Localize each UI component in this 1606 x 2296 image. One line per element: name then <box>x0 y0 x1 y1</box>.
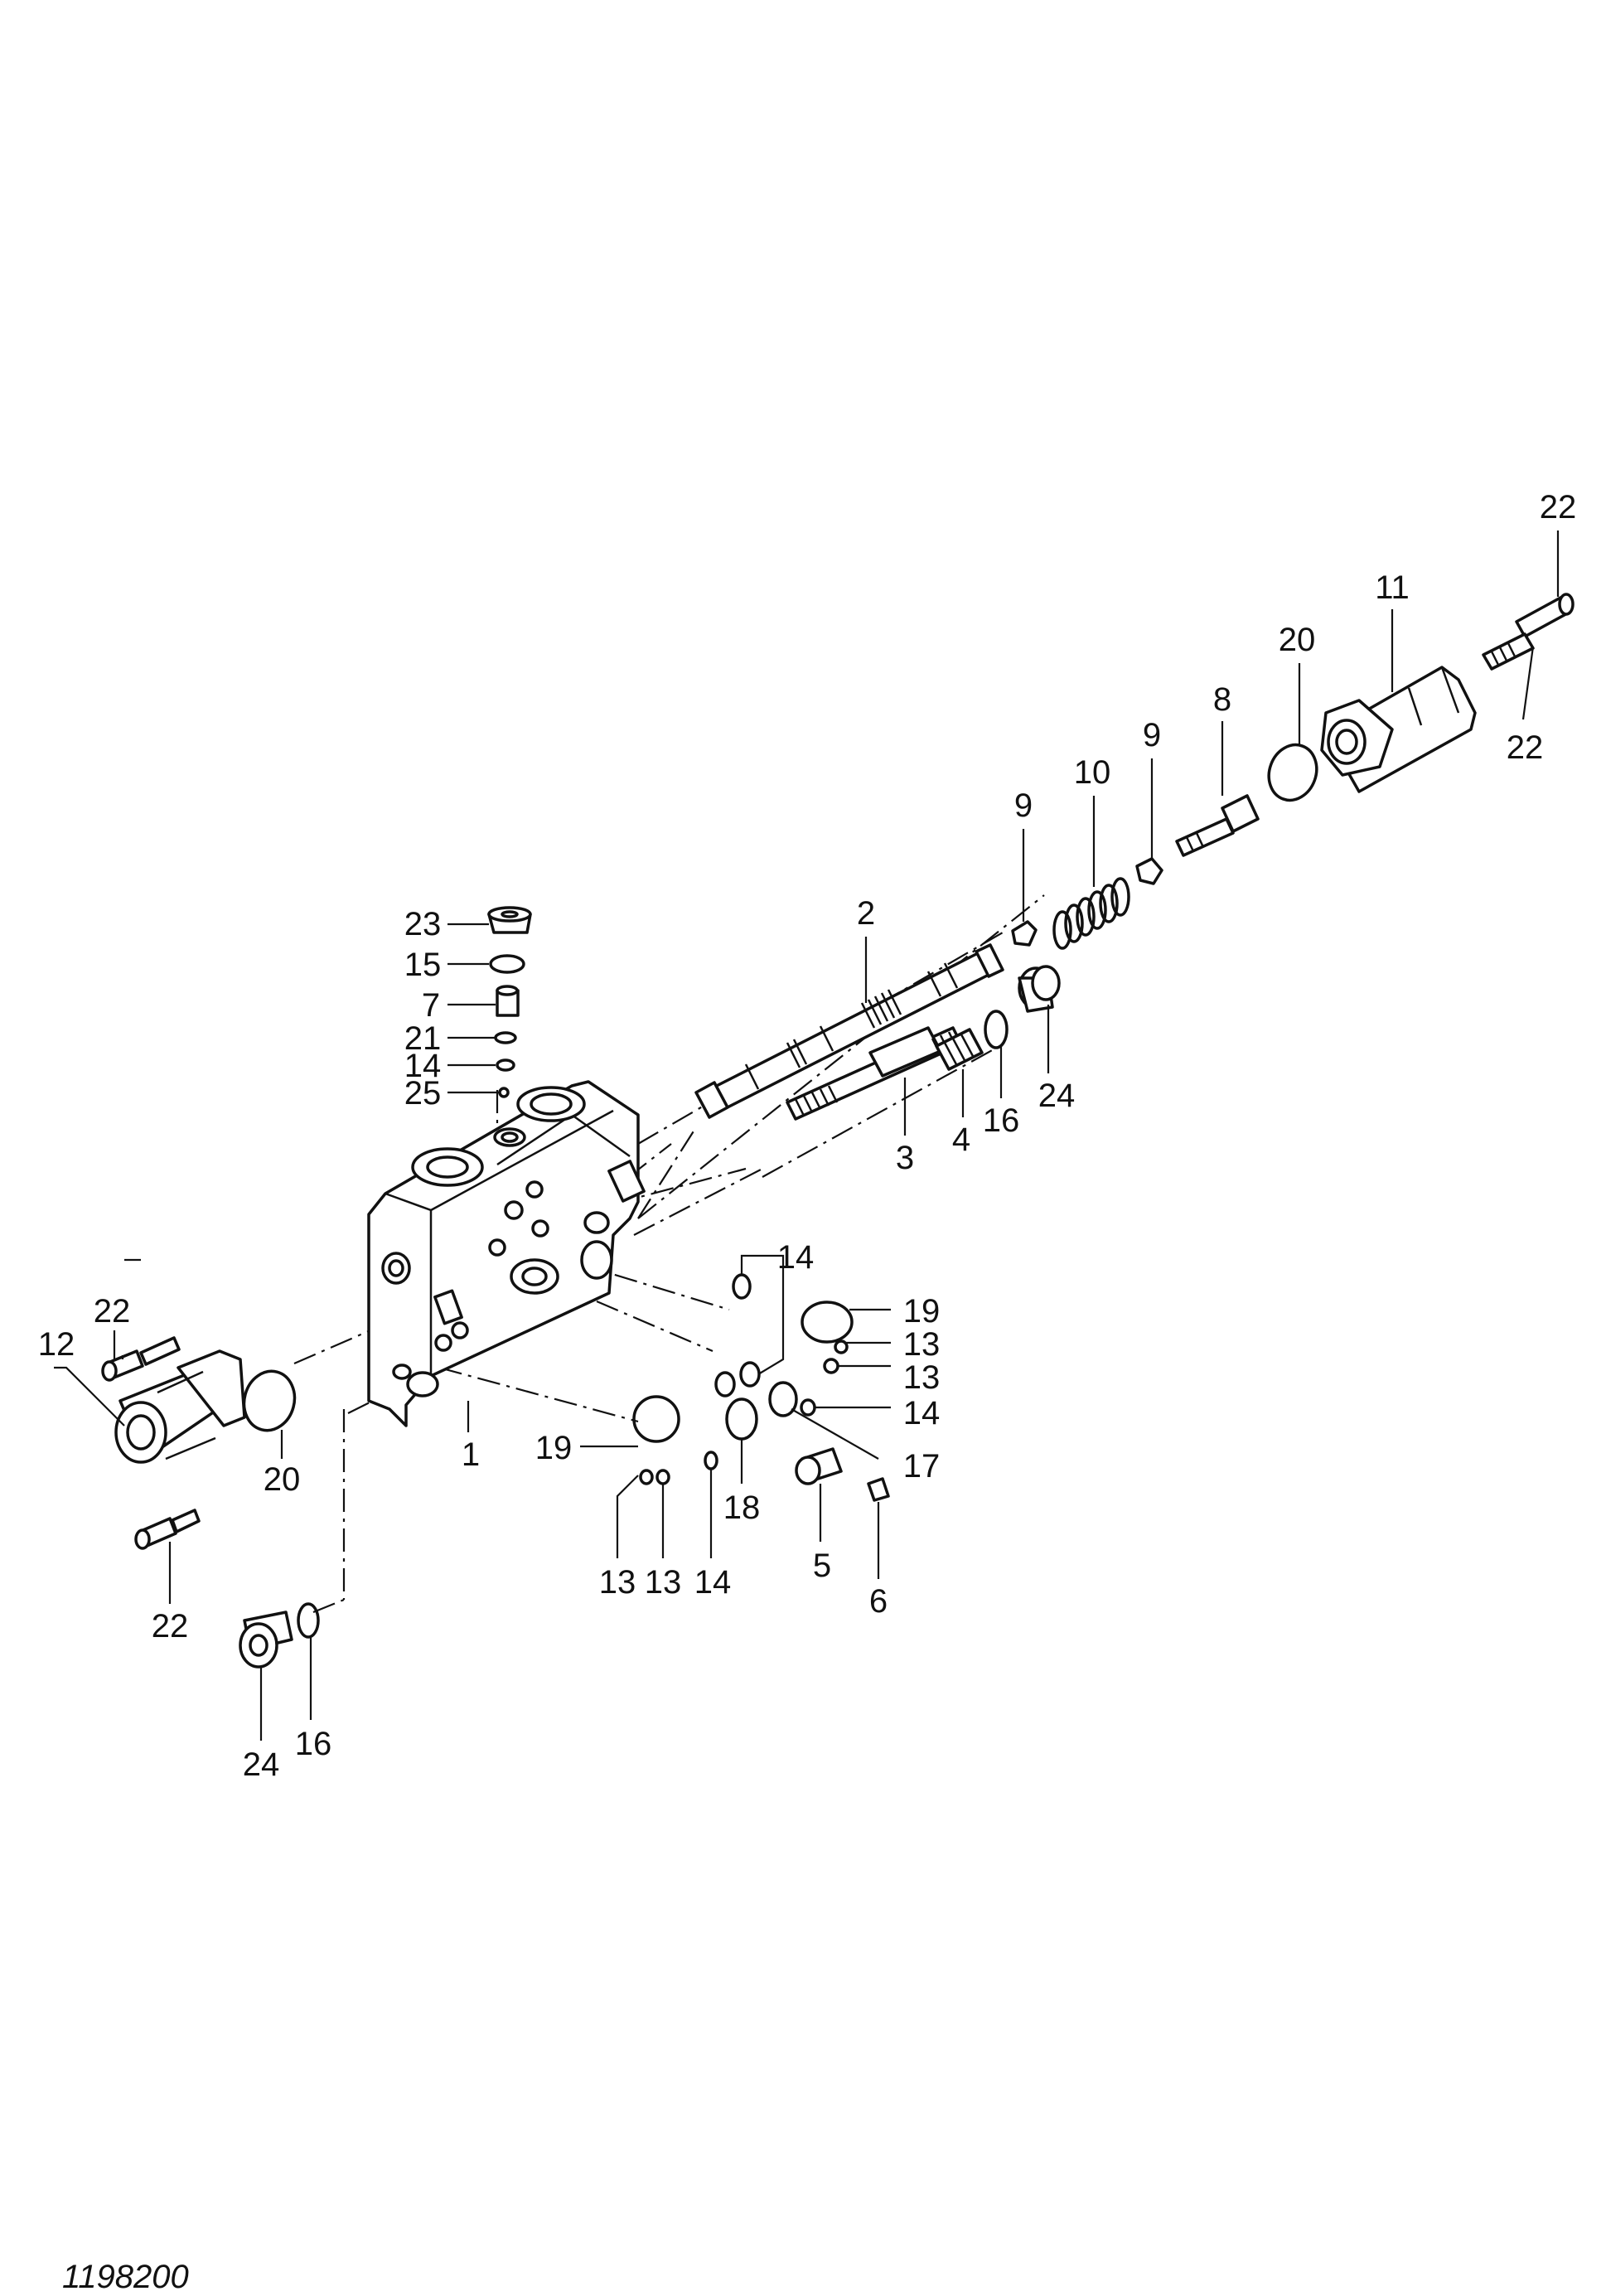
callout-8: 8 <box>1213 681 1231 718</box>
callout-13: 13 <box>599 1564 636 1601</box>
callout-7: 7 <box>422 987 440 1024</box>
callout-11: 11 <box>1375 569 1410 606</box>
callout-4: 4 <box>952 1121 970 1158</box>
callout-21: 21 <box>404 1020 442 1057</box>
small-spring <box>935 1028 984 1071</box>
callout-14: 14 <box>777 1239 815 1276</box>
callout-5: 5 <box>813 1548 831 1584</box>
valve-body <box>367 1080 646 1427</box>
bolt-8 <box>1175 794 1260 857</box>
callout-18: 18 <box>723 1489 761 1526</box>
o-ring-16-top <box>984 1010 1009 1049</box>
callout-12: 12 <box>38 1326 75 1363</box>
callout-16: 16 <box>295 1726 332 1762</box>
callout-15: 15 <box>404 947 442 983</box>
callout-19: 19 <box>903 1293 941 1330</box>
callout-23: 23 <box>404 906 442 942</box>
callout-13: 13 <box>903 1326 941 1363</box>
callout-13: 13 <box>903 1359 941 1396</box>
screws-left <box>101 1336 201 1550</box>
right-small-parts <box>632 1273 890 1502</box>
plug-bottom <box>239 1602 320 1669</box>
main-spool <box>694 943 1004 1119</box>
callout-1: 1 <box>462 1436 480 1473</box>
callout-17: 17 <box>903 1448 941 1485</box>
callout-22: 22 <box>152 1608 189 1644</box>
spring-seat-left <box>1011 920 1038 947</box>
callout-2: 2 <box>857 895 875 932</box>
spring-seat-right <box>1135 857 1163 885</box>
callout-20: 20 <box>264 1461 301 1498</box>
callout-14: 14 <box>694 1564 732 1601</box>
top-stack <box>487 906 532 1098</box>
spring-10 <box>1052 877 1130 950</box>
callout-22: 22 <box>1540 489 1577 526</box>
callout-labels: 22 11 20 22 8 9 10 9 2 23 15 7 21 14 25 … <box>38 489 1577 1783</box>
figure-number: 1198200 <box>62 2259 189 2295</box>
callout-20: 20 <box>1279 622 1316 658</box>
callout-22: 22 <box>1507 729 1544 766</box>
callout-6: 6 <box>869 1583 888 1620</box>
callout-14: 14 <box>903 1395 941 1431</box>
callout-9: 9 <box>1143 717 1161 753</box>
callout-3: 3 <box>896 1140 914 1176</box>
leader-lines <box>54 530 1560 1741</box>
callout-22: 22 <box>94 1293 131 1330</box>
o-ring-20-top <box>1267 743 1318 802</box>
plug-top <box>1018 965 1061 1013</box>
screws-top <box>1482 593 1575 671</box>
callout-14: 14 <box>404 1048 442 1084</box>
o-ring-20-left <box>242 1369 297 1432</box>
callout-16: 16 <box>983 1102 1020 1139</box>
callout-25: 25 <box>404 1075 442 1112</box>
callout-19: 19 <box>535 1430 573 1466</box>
cap-11 <box>1320 666 1477 793</box>
callout-24: 24 <box>243 1746 280 1783</box>
callout-24: 24 <box>1038 1078 1076 1114</box>
callout-13: 13 <box>645 1564 682 1601</box>
cap-12 <box>114 1349 246 1464</box>
callout-10: 10 <box>1074 754 1111 791</box>
callout-9: 9 <box>1014 787 1033 824</box>
